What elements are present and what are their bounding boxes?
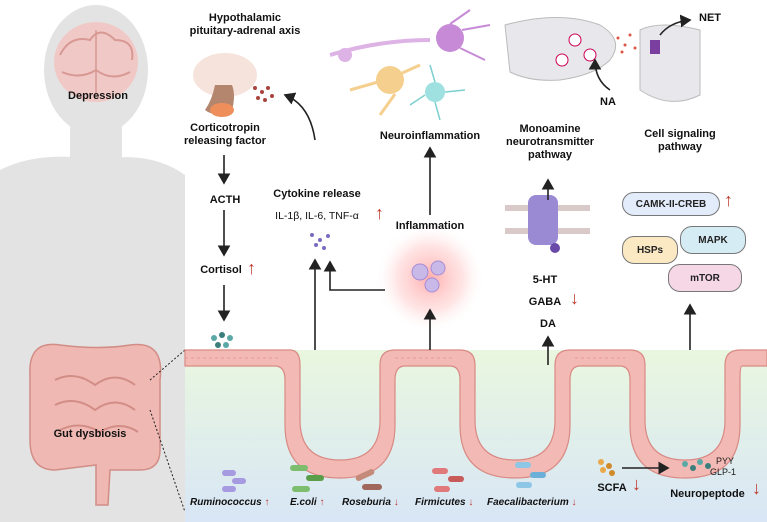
na-label: NA <box>600 96 616 108</box>
cell-signaling-title-line1: Cell signaling <box>644 128 716 140</box>
cortisol-label: Cortisol <box>200 264 242 276</box>
bacteria-item-faecalibacterium: Faecalibacterium ↓ <box>487 497 577 508</box>
trend-down-arrow: ↓ <box>393 497 399 508</box>
cell-signaling-title-line2: pathway <box>657 141 702 153</box>
trend-up-arrow: ↑ <box>264 497 270 508</box>
trend-up-arrow: ↑ <box>319 497 325 508</box>
transporter-icon <box>505 195 590 253</box>
scfa-down-arrow: ↓ <box>632 474 641 494</box>
cell-signaling-title: Cell signaling pathway <box>625 128 735 154</box>
monoamine-down-arrow: ↓ <box>570 288 579 308</box>
mapk-pill: MAPK <box>680 226 746 254</box>
gut-dysbiosis-label: Gut dysbiosis <box>53 428 127 440</box>
inflammation-label: Inflammation <box>395 220 465 232</box>
immune-cells-icon <box>411 260 446 293</box>
cytokine-dots <box>310 233 330 250</box>
hpa-title-line1: Hypothalamic <box>208 12 282 24</box>
net-label: NET <box>699 12 721 24</box>
bacteria-item-ecoli: E.coli ↑ <box>290 497 324 508</box>
cortisol-dots <box>211 332 233 348</box>
neuropeptide-dots <box>682 459 711 471</box>
synapse-icon <box>504 17 701 102</box>
cytokine-up-arrow: ↑ <box>375 203 384 223</box>
scfa-label: SCFA <box>597 482 627 494</box>
neuropeptide-label: Neuropeptode <box>670 488 745 500</box>
hpa-title-line2: pituitary-adrenal axis <box>189 25 301 37</box>
mtor-pill: mTOR <box>668 264 742 292</box>
gaba-label: GABA <box>528 296 562 308</box>
crf-line1: Corticotropin <box>190 122 260 134</box>
bacteria-item-ruminococcus: Ruminococcus ↑ <box>190 497 269 508</box>
bacteria-name: Faecalibacterium <box>487 497 569 508</box>
serotonin-label: 5-HT <box>532 274 558 286</box>
bacteria-name: Roseburia <box>342 497 391 508</box>
bacteria-item-roseburia: Roseburia ↓ <box>342 497 399 508</box>
cytokine-title: Cytokine release <box>273 188 361 200</box>
camk-up-arrow: ↑ <box>724 190 733 210</box>
cytokine-list: IL-1β, IL-6, TNF-α <box>275 210 359 222</box>
bacteria-item-firmicutes: Firmicutes ↓ <box>415 497 473 508</box>
trend-down-arrow: ↓ <box>468 497 474 508</box>
glp1-label: GLP-1 <box>710 467 737 477</box>
monoamine-title-line2: neurotransmitter <box>505 136 595 148</box>
crf-line2: releasing factor <box>184 135 266 147</box>
camk-pill: CAMK-II-CREB <box>622 192 720 216</box>
brain-icon <box>54 22 138 102</box>
intestine-icon <box>29 343 162 506</box>
pyy-label: PYY <box>716 456 735 466</box>
dopamine-label: DA <box>540 318 556 330</box>
bacteria-name: Ruminococcus <box>190 497 262 508</box>
neurons-icon <box>329 9 491 121</box>
bacteria-name: E.coli <box>290 497 317 508</box>
pathway-arrows <box>217 14 697 475</box>
neuropeptide-down-arrow: ↓ <box>752 478 761 498</box>
hsps-pill: HSPs <box>622 236 678 264</box>
crf-dots <box>253 86 274 102</box>
hpa-title: Hypothalamic pituitary-adrenal axis <box>180 12 310 38</box>
bacteria-name: Firmicutes <box>415 497 466 508</box>
monoamine-title-line1: Monoamine <box>519 123 581 135</box>
neuroinflammation-label: Neuroinflammation <box>379 130 481 142</box>
zoom-line-bottom <box>149 409 186 513</box>
monoamine-title: Monoamine neurotransmitter pathway <box>495 123 605 162</box>
cortisol-up-arrow: ↑ <box>247 258 256 278</box>
scfa-dots <box>598 459 615 476</box>
acth-label: ACTH <box>209 194 241 206</box>
trend-down-arrow: ↓ <box>571 497 577 508</box>
monoamine-title-line3: pathway <box>527 149 572 161</box>
depression-label: Depression <box>68 90 128 102</box>
bacteria-icons <box>222 462 546 492</box>
pituitary-gland-icon <box>193 53 257 117</box>
crf-label: Corticotropin releasing factor <box>170 122 280 148</box>
